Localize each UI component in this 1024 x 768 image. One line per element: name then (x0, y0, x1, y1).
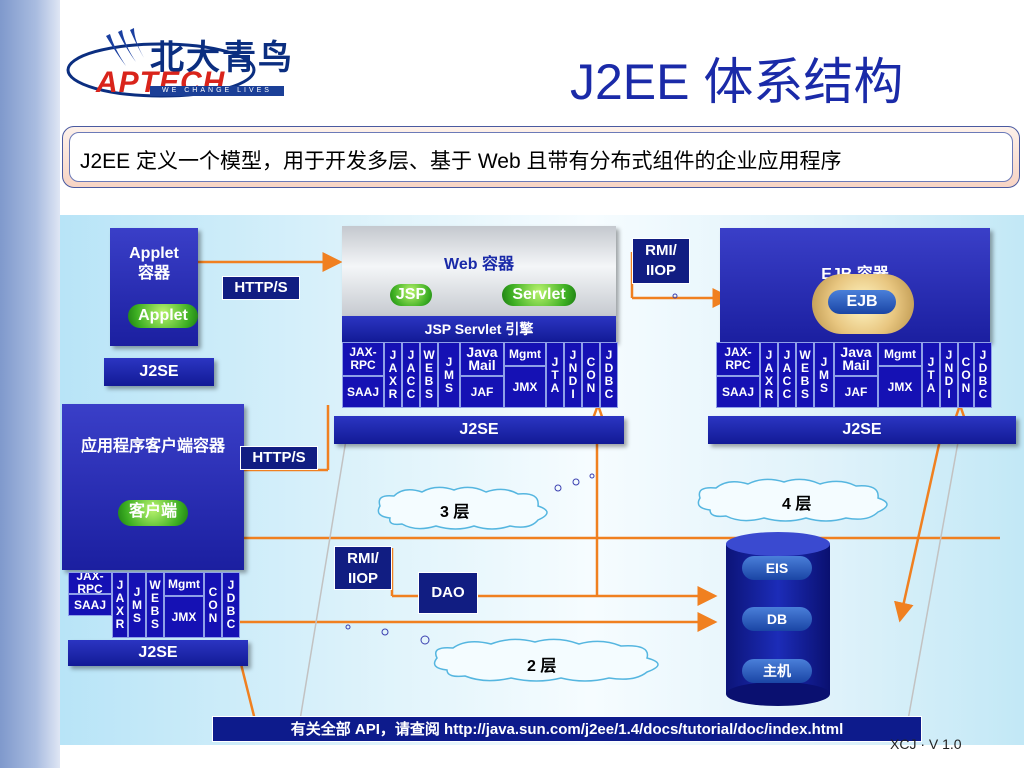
definition-inner (69, 132, 1013, 182)
applet-container-title-line1: Applet (129, 245, 179, 262)
api-mgmt: Mgmt (164, 572, 204, 596)
app-client-container (62, 404, 244, 570)
eis-pill: EIS (742, 556, 812, 580)
applet-j2se: J2SE (104, 358, 214, 386)
definition-text: J2EE 定义一个模型，用于开发多层、基于 Web 且带有分布式组件的企业应用程… (80, 150, 842, 173)
rmi-iiop-mid: RMI/ IIOP (334, 546, 392, 590)
tier4-label: 4 层 (782, 496, 812, 513)
rmi-iiop-mid-line1: RMI/ (347, 550, 379, 567)
dao-box: DAO (418, 572, 478, 614)
app-client-container-title: 应用程序客户端容器 (80, 438, 225, 455)
db-pill: DB (742, 607, 812, 631)
definition-box (62, 126, 1020, 188)
web-api-jaxrpc: JAX-RPC (342, 342, 384, 376)
ejb-j2se: J2SE (708, 416, 1016, 444)
api-jaxrpc: JAX-RPC (68, 572, 112, 594)
tier2-label: 2 层 (527, 658, 557, 675)
left-stripe (0, 0, 60, 768)
applet-container-title: Applet 容器 (110, 244, 198, 284)
ejb-api-jmx: JMX (878, 366, 922, 408)
cloud-tier3-icon (377, 486, 548, 530)
ejb-api-javamail: Java Mail (834, 342, 878, 376)
jsp-servlet-engine: JSP Servlet 引擎 (342, 316, 616, 342)
page-number: XCJ · V 1.0 (890, 736, 962, 752)
api-jmx: JMX (164, 596, 204, 638)
web-j2se: J2SE (334, 416, 624, 444)
web-api-javamail: Java Mail (460, 342, 504, 376)
ejb-component: EJB (828, 290, 896, 314)
aptech-logo (66, 26, 296, 100)
api-reference-footer: 有关全部 API，请查阅 http://java.sun.com/j2ee/1.… (212, 716, 922, 742)
logo-chinese-name: 北大青鸟 (150, 39, 294, 77)
servlet-component: Servlet (502, 284, 576, 306)
applet-component: Applet (128, 304, 198, 328)
client-component: 客户端 (118, 500, 188, 526)
ejb-api-mgmt: Mgmt (878, 342, 922, 366)
jsp-component: JSP (390, 284, 432, 306)
web-api-mgmt: Mgmt (504, 342, 546, 366)
tier3-label: 3 层 (440, 504, 470, 521)
cloud-tier4-icon (697, 478, 888, 522)
api-saaj: SAAJ (68, 594, 112, 616)
applet-container-title-line2: 容器 (137, 265, 170, 282)
web-api-jmx: JMX (504, 366, 546, 408)
rmi-iiop-top-line1: RMI/ (645, 242, 677, 259)
ejb-api-saaj: SAAJ (716, 376, 760, 408)
logo-tagline: WE CHANGE LIVES (150, 86, 284, 96)
web-api-jaf: JAF (460, 376, 504, 408)
http-protocol-mid: HTTP/S (240, 446, 318, 470)
rmi-iiop-top-line2: IIOP (645, 262, 676, 279)
rmi-iiop-mid-line2: IIOP (347, 570, 378, 587)
logo-swoosh-icon (66, 28, 256, 98)
host-pill: 主机 (742, 659, 812, 683)
client-j2se: J2SE (68, 640, 248, 666)
web-container-title: Web 容器 (444, 256, 514, 273)
ejb-api-jaf: JAF (834, 376, 878, 408)
cloud-tier2-icon (433, 638, 659, 682)
web-api-saaj: SAAJ (342, 376, 384, 408)
ejb-api-jaxrpc: JAX-RPC (716, 342, 760, 376)
rmi-iiop-top: RMI/ IIOP (632, 238, 690, 284)
slide-title: J2EE 体系结构 (570, 54, 904, 110)
http-protocol-top: HTTP/S (222, 276, 300, 300)
